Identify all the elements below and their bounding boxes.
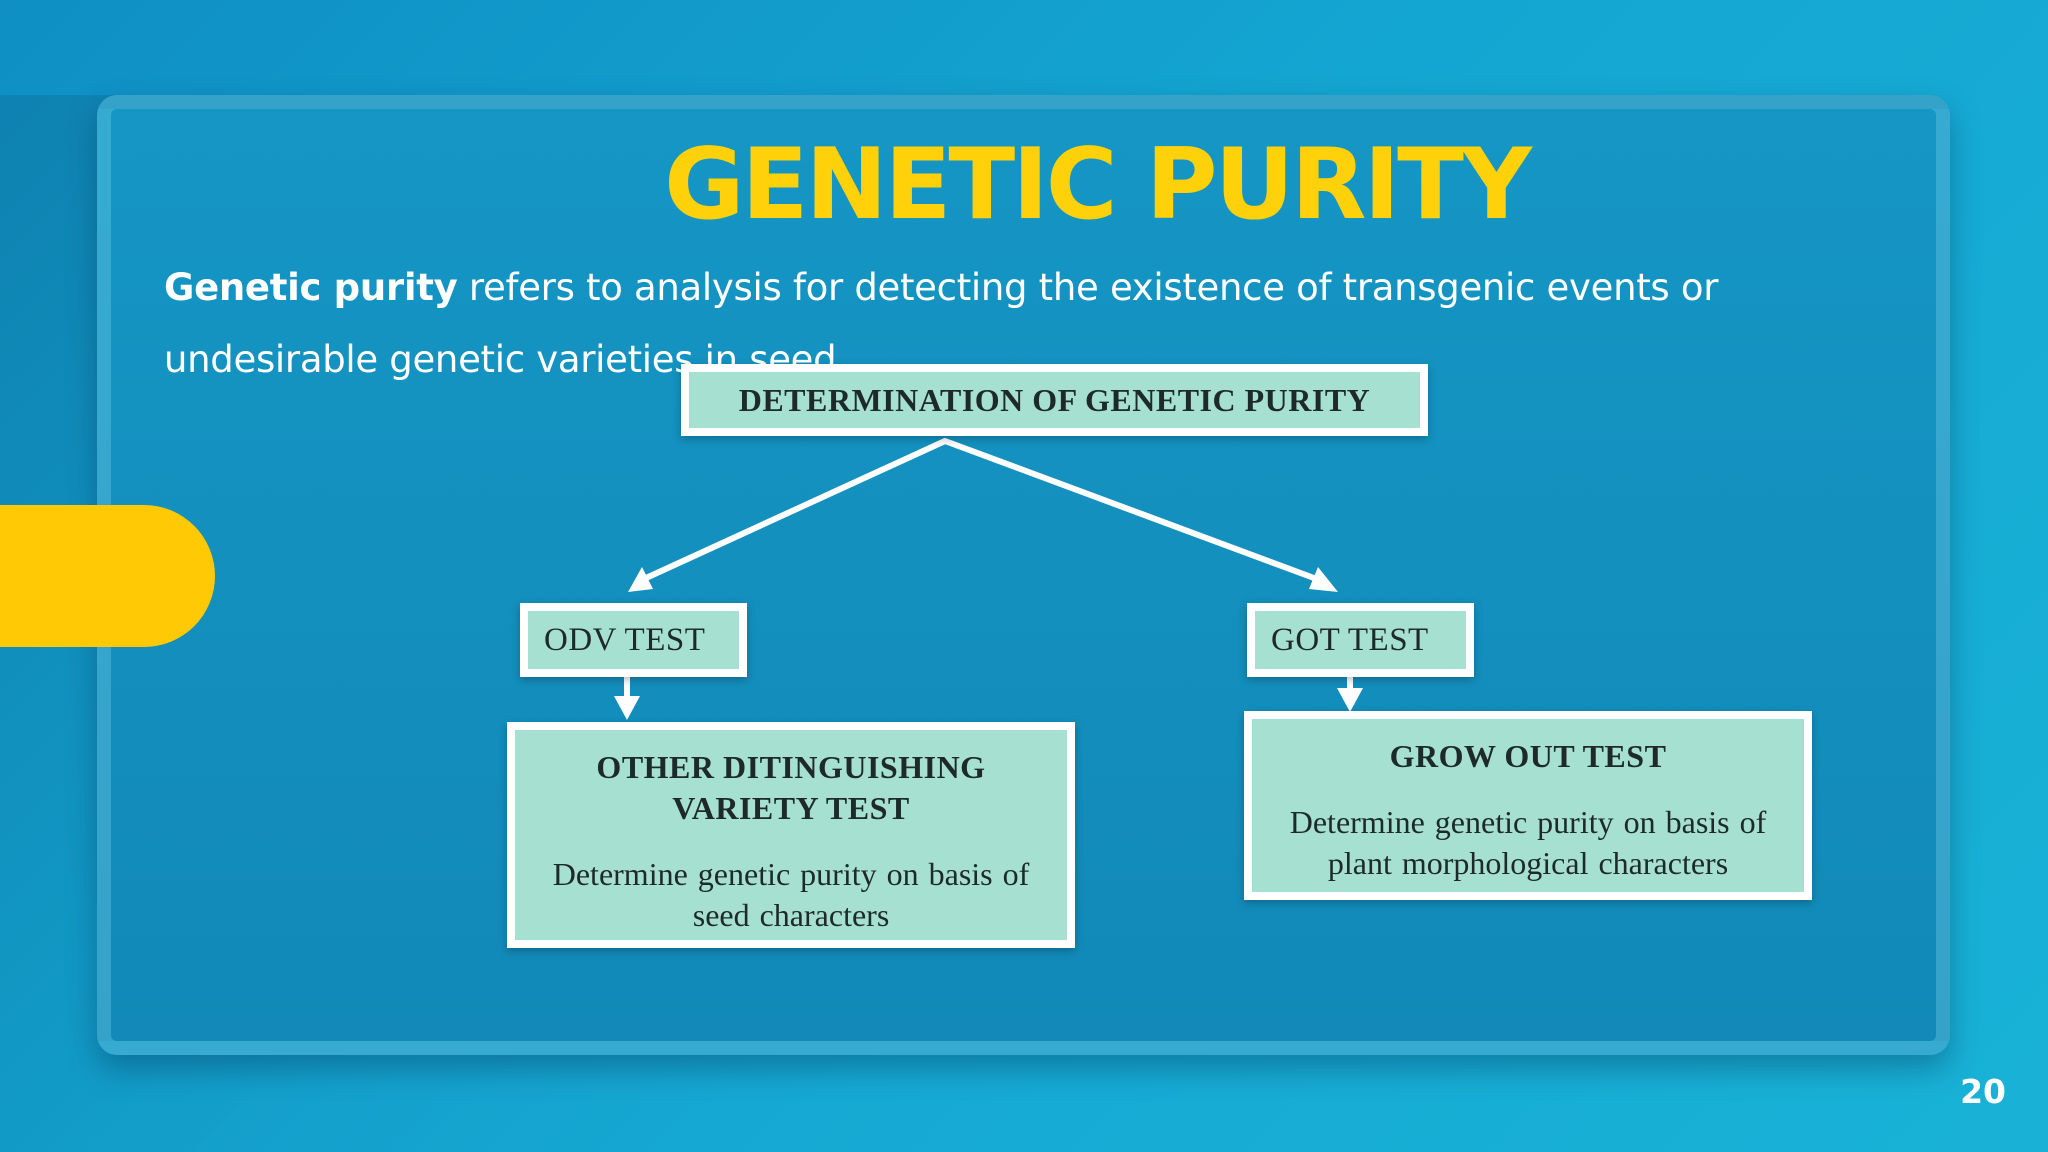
got-detail-title: GROW OUT TEST	[1389, 738, 1667, 774]
odv-detail-box: OTHER DITINGUISHING VARIETY TEST Determi…	[507, 722, 1075, 948]
odv-detail-title: OTHER DITINGUISHING VARIETY TEST	[596, 749, 986, 826]
got-detail-box: GROW OUT TEST Determine genetic purity o…	[1244, 711, 1812, 900]
slide-title: GENETIC PURITY	[664, 128, 1532, 242]
odv-test-box: ODV TEST	[520, 603, 747, 677]
root-label: DETERMINATION OF GENETIC PURITY	[738, 381, 1371, 418]
yellow-accent-tab	[0, 505, 215, 647]
got-test-box: GOT TEST	[1247, 603, 1474, 677]
got-detail-text: Determine genetic purity on basis of pla…	[1289, 804, 1767, 881]
got-test-label: GOT TEST	[1271, 621, 1429, 658]
page-number: 20	[1960, 1072, 2006, 1111]
odv-detail-text: Determine genetic purity on basis of see…	[552, 856, 1030, 933]
intro-bold-term: Genetic purity	[164, 266, 458, 309]
odv-test-label: ODV TEST	[544, 621, 706, 658]
diagram-root-box: DETERMINATION OF GENETIC PURITY	[681, 364, 1428, 436]
